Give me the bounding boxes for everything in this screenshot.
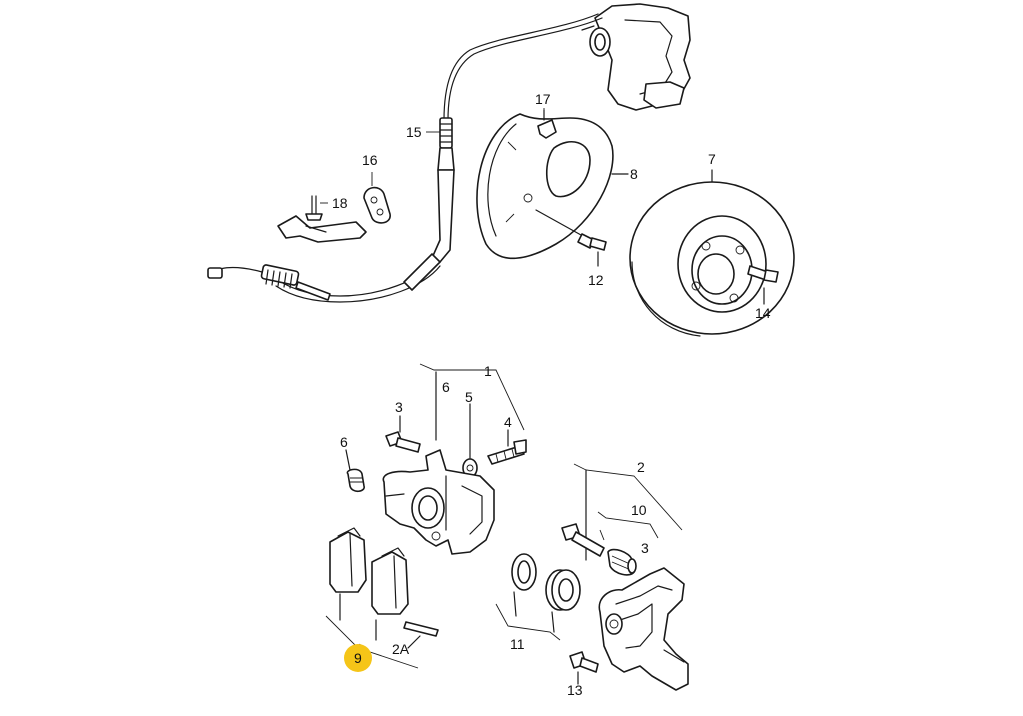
callout-1[interactable]: 1	[484, 363, 492, 379]
callout-17[interactable]: 17	[535, 91, 551, 107]
guide-bolt	[561, 523, 605, 557]
guide-pin-4	[487, 439, 527, 465]
callout-4[interactable]: 4	[504, 414, 512, 430]
callout-7[interactable]: 7	[708, 151, 716, 167]
callout-3-upper[interactable]: 3	[395, 399, 403, 415]
callout-18[interactable]: 18	[332, 195, 348, 211]
callout-2[interactable]: 2	[637, 459, 645, 475]
callout-5[interactable]: 5	[465, 389, 473, 405]
callout-9[interactable]: 9	[354, 650, 362, 666]
callout-11[interactable]: 11	[510, 636, 525, 652]
brake-cable	[207, 13, 603, 303]
bolt-13	[569, 651, 599, 685]
callout-15[interactable]: 15	[406, 124, 422, 140]
callout-16[interactable]: 16	[362, 152, 378, 168]
callout-10[interactable]: 10	[631, 502, 647, 518]
brake-pad-right	[371, 547, 409, 641]
clip	[537, 109, 557, 139]
callout-3-lower[interactable]: 3	[641, 540, 649, 556]
splash-shield	[476, 113, 629, 260]
spring-6	[346, 468, 365, 493]
piston-seal-11	[495, 553, 581, 641]
callout-12[interactable]: 12	[588, 272, 604, 288]
bolt-14	[747, 265, 779, 305]
callout-14[interactable]: 14	[755, 305, 771, 321]
brake-pad-left	[329, 527, 367, 621]
callout-8[interactable]: 8	[630, 166, 638, 182]
callout-2a[interactable]: 2A	[392, 641, 410, 657]
guide-sleeve-10	[607, 548, 637, 576]
callout-6-upper[interactable]: 6	[442, 379, 450, 395]
caliper-body	[382, 449, 495, 555]
highlight-marker-9	[344, 644, 372, 672]
carrier-bracket	[598, 567, 689, 691]
cable-bracket	[277, 172, 391, 243]
brake-disc	[629, 169, 795, 337]
group-bracket-1	[345, 363, 525, 471]
bolt-12	[535, 209, 607, 267]
callout-13[interactable]: 13	[567, 682, 583, 698]
bolt-3	[385, 431, 421, 453]
callout-6-lower[interactable]: 6	[340, 434, 348, 450]
pad-clip-2a	[403, 621, 439, 649]
upper-caliper-assembly	[581, 3, 691, 111]
